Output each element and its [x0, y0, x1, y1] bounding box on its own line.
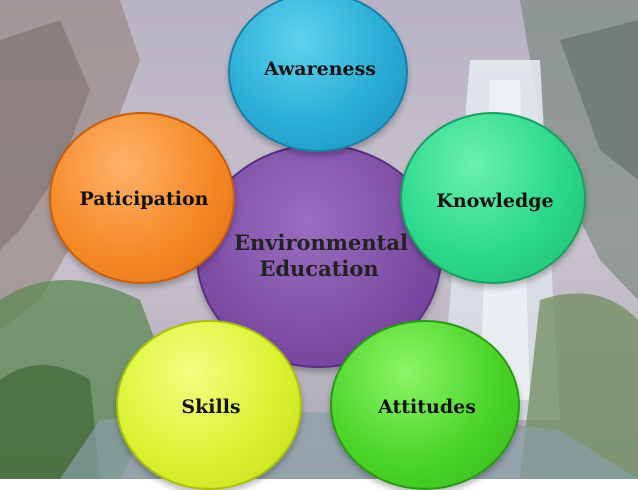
center-label-line1: Environmental — [234, 230, 408, 255]
node-skills-label: Skills — [181, 396, 241, 418]
node-knowledge-label: Knowledge — [436, 190, 554, 212]
center-label-line2: Education — [259, 256, 379, 281]
node-awareness: Awareness — [228, 0, 408, 152]
node-participation-label: Paticipation — [79, 188, 209, 210]
node-awareness-label: Awareness — [263, 58, 377, 80]
center-label: Environmental Education — [234, 230, 408, 282]
node-participation: Paticipation — [49, 112, 235, 284]
node-skills: Skills — [116, 320, 302, 490]
node-attitudes: Attitudes — [330, 320, 520, 490]
node-knowledge: Knowledge — [400, 112, 586, 284]
node-attitudes-label: Attitudes — [378, 396, 476, 418]
